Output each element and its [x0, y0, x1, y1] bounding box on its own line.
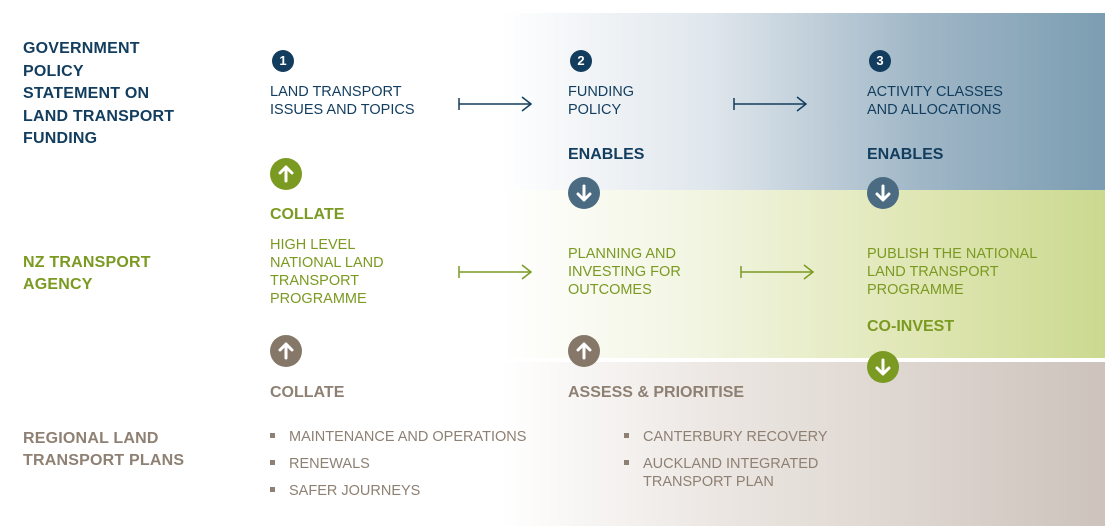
node-line: PUBLISH THE NATIONAL — [867, 246, 1038, 262]
collate-label: COLLATE — [270, 206, 345, 223]
nzta-node-3: PUBLISH THE NATIONAL LAND TRANSPORT PROG… — [867, 245, 1037, 299]
list-item-text: AUCKLAND INTEGRATED — [643, 456, 819, 472]
assess-prioritise-label: ASSESS & PRIORITISE — [568, 384, 745, 401]
node-line: NATIONAL LAND — [270, 255, 384, 271]
list-item-text: CANTERBURY RECOVERY — [643, 429, 828, 445]
bullet-icon — [270, 459, 275, 465]
arrow-up-circle-icon — [270, 158, 302, 190]
row-label-nzta: NZ TRANSPORT AGENCY — [23, 252, 151, 296]
node-line: LAND TRANSPORT — [867, 264, 999, 280]
nzta-node-1: HIGH LEVEL NATIONAL LAND TRANSPORT PROGR… — [270, 236, 384, 308]
step-1-label: LAND TRANSPORT ISSUES AND TOPICS — [270, 83, 415, 119]
bullet-icon — [270, 486, 275, 492]
nzta-node-2: PLANNING AND INVESTING FOR OUTCOMES — [568, 245, 681, 299]
node-line: OUTCOMES — [568, 282, 652, 298]
arrow-up-circle-icon — [270, 335, 302, 367]
row-label-line: AGENCY — [23, 276, 93, 293]
node-line: PROGRAMME — [270, 291, 367, 307]
step-line: ISSUES AND TOPICS — [270, 102, 415, 118]
arrow-up-circle-icon — [568, 335, 600, 367]
nzta-band — [500, 190, 1105, 358]
node-line: INVESTING FOR — [568, 264, 681, 280]
arrow-down-circle-icon — [568, 177, 600, 209]
enables-label: ENABLES — [568, 146, 645, 163]
arrow-right-icon — [733, 96, 808, 112]
collate-label: COLLATE — [270, 384, 345, 401]
arrow-right-icon — [458, 264, 533, 280]
list-item: SAFER JOURNEYS — [270, 482, 420, 500]
step-line: POLICY — [568, 102, 622, 118]
list-item: RENEWALS — [270, 455, 370, 473]
node-line: PLANNING AND — [568, 246, 676, 262]
arrow-right-icon — [740, 264, 815, 280]
arrow-right-icon — [458, 96, 533, 112]
enables-label: ENABLES — [867, 146, 944, 163]
step-2-label: FUNDING POLICY — [568, 83, 634, 119]
bullet-icon — [270, 432, 275, 438]
node-line: PROGRAMME — [867, 282, 964, 298]
node-line: TRANSPORT — [270, 273, 360, 289]
row-label-gov: GOVERNMENT POLICY STATEMENT ON LAND TRAN… — [23, 38, 174, 151]
co-invest-label: CO-INVEST — [867, 318, 955, 335]
step-3-number-icon: 3 — [869, 50, 891, 72]
bullet-icon — [624, 459, 629, 465]
list-item: CANTERBURY RECOVERY — [624, 428, 828, 446]
row-label-regional: REGIONAL LAND TRANSPORT PLANS — [23, 428, 184, 472]
row-label-line: LAND TRANSPORT — [23, 107, 175, 125]
row-label-line: FUNDING — [23, 130, 98, 147]
arrow-down-circle-icon — [867, 351, 899, 383]
row-label-line: GOVERNMENT — [23, 40, 140, 57]
row-label-line: REGIONAL LAND — [23, 430, 159, 447]
node-line: HIGH LEVEL — [270, 237, 356, 253]
row-label-line: NZ TRANSPORT — [23, 254, 151, 271]
list-item: AUCKLAND INTEGRATED TRANSPORT PLAN — [624, 455, 818, 491]
row-label-line: STATEMENT ON — [23, 85, 150, 102]
arrow-down-circle-icon — [867, 177, 899, 209]
step-3-label: ACTIVITY CLASSES AND ALLOCATIONS — [867, 83, 1003, 119]
step-line: FUNDING — [568, 84, 635, 100]
list-item-text: SAFER JOURNEYS — [289, 483, 421, 499]
list-item-text: MAINTENANCE AND OPERATIONS — [289, 429, 527, 445]
step-2-number-icon: 2 — [570, 50, 592, 72]
step-1-number-icon: 1 — [272, 50, 294, 72]
step-line: LAND TRANSPORT — [270, 84, 402, 100]
list-item-text: RENEWALS — [289, 456, 370, 472]
bullet-icon — [624, 432, 629, 438]
step-line: ACTIVITY CLASSES — [867, 84, 1003, 100]
list-item-text: TRANSPORT PLAN — [643, 474, 774, 490]
regional-band — [500, 362, 1105, 526]
row-label-line: POLICY — [23, 62, 84, 80]
list-item: MAINTENANCE AND OPERATIONS — [270, 428, 526, 446]
row-label-line: TRANSPORT PLANS — [23, 452, 185, 469]
step-line: AND ALLOCATIONS — [867, 102, 1002, 118]
